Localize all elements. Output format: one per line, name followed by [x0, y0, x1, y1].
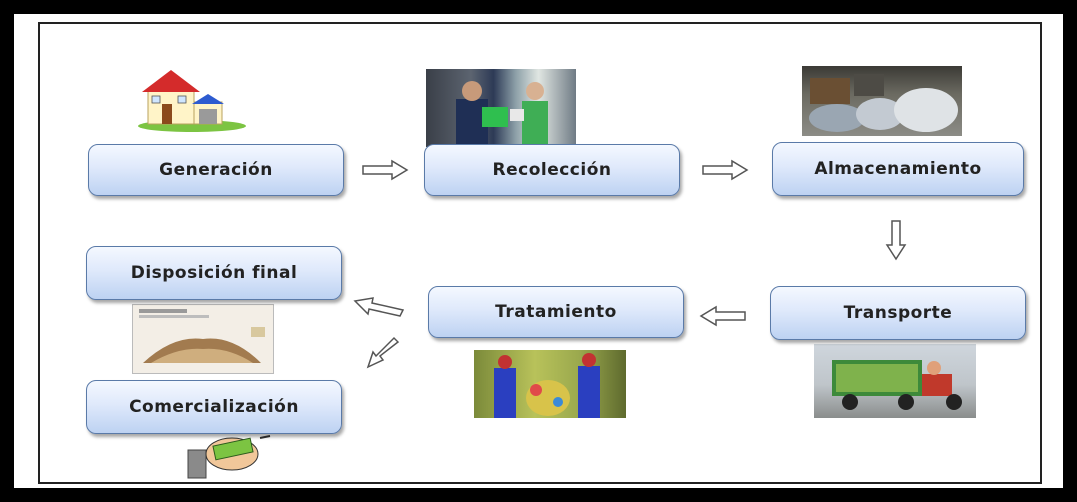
node-generacion: Generación	[88, 144, 344, 196]
node-label: Transporte	[843, 303, 953, 323]
arrow-down-icon	[885, 220, 907, 261]
treatment-photo	[474, 350, 626, 418]
landfill-image	[132, 304, 274, 374]
arrow-left-icon	[699, 305, 746, 327]
node-disposicion-final: Disposición final	[86, 246, 342, 300]
arrow-down-left-icon	[366, 336, 400, 369]
transport-photo	[814, 344, 976, 418]
image-frame: Generación Recolección Almacenamiento Tr…	[14, 14, 1063, 488]
node-recoleccion: Recolección	[424, 144, 680, 196]
node-comercializacion: Comercialización	[86, 380, 342, 434]
node-label: Generación	[159, 160, 273, 180]
storage-photo	[802, 66, 962, 136]
house-illustration	[138, 70, 246, 132]
arrow-right-icon	[702, 159, 749, 181]
node-label: Tratamiento	[495, 302, 617, 322]
node-label: Recolección	[492, 160, 612, 180]
arrow-up-left-icon	[353, 297, 405, 317]
node-label: Almacenamiento	[814, 159, 982, 179]
diagram-canvas: Generación Recolección Almacenamiento Tr…	[38, 22, 1042, 484]
node-almacenamiento: Almacenamiento	[772, 142, 1024, 196]
arrow-right-icon	[362, 159, 409, 181]
node-transporte: Transporte	[770, 286, 1026, 340]
node-label: Disposición final	[130, 263, 298, 283]
collection-photo	[426, 69, 576, 147]
node-tratamiento: Tratamiento	[428, 286, 684, 338]
node-label: Comercialización	[129, 397, 299, 417]
